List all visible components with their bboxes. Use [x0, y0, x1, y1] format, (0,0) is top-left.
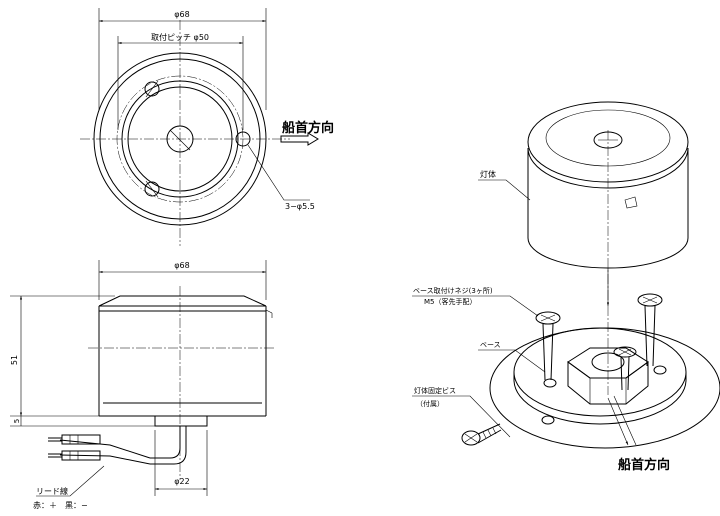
top-dim-holes: 3−φ5.5 [285, 202, 315, 211]
top-view: φ68 取付ピッチ φ50 3−φ5.5 船首方向 [80, 8, 334, 246]
base-screw-left [535, 311, 561, 381]
base-screw-right [637, 293, 663, 367]
lamp-body [527, 101, 689, 395]
fix-screw-label-2: （付属） [416, 399, 444, 408]
screw-label-2: M5（客先手配） [424, 297, 477, 306]
body-label: 灯体 [480, 169, 496, 179]
top-dim-outer: φ68 [174, 10, 189, 19]
top-dim-pitch: 取付ピッチ φ50 [151, 32, 209, 42]
side-dim-outer: φ68 [174, 261, 189, 270]
side-dim-shaft: φ22 [174, 477, 189, 486]
fixing-screw [461, 423, 502, 446]
base-screw-center [613, 346, 637, 391]
base-label: ベース [480, 341, 501, 349]
top-bow-direction: 船首方向 [282, 120, 334, 136]
side-dim-height: 51 [10, 355, 19, 365]
fix-screw-label-1: 灯体固定ビス [414, 386, 456, 395]
screw-label-1: ベース取付けネジ(3ヶ所) [413, 286, 493, 295]
side-view: φ68 51 5 [10, 260, 276, 510]
lead-colors: 赤：＋ 黒：− [33, 501, 88, 510]
side-dim-base: 5 [13, 419, 21, 423]
isometric-view: 灯体 [412, 101, 720, 473]
lead-label: リード線 [36, 486, 68, 496]
iso-bow-direction: 船首方向 [618, 457, 670, 473]
base-plate [489, 327, 720, 449]
